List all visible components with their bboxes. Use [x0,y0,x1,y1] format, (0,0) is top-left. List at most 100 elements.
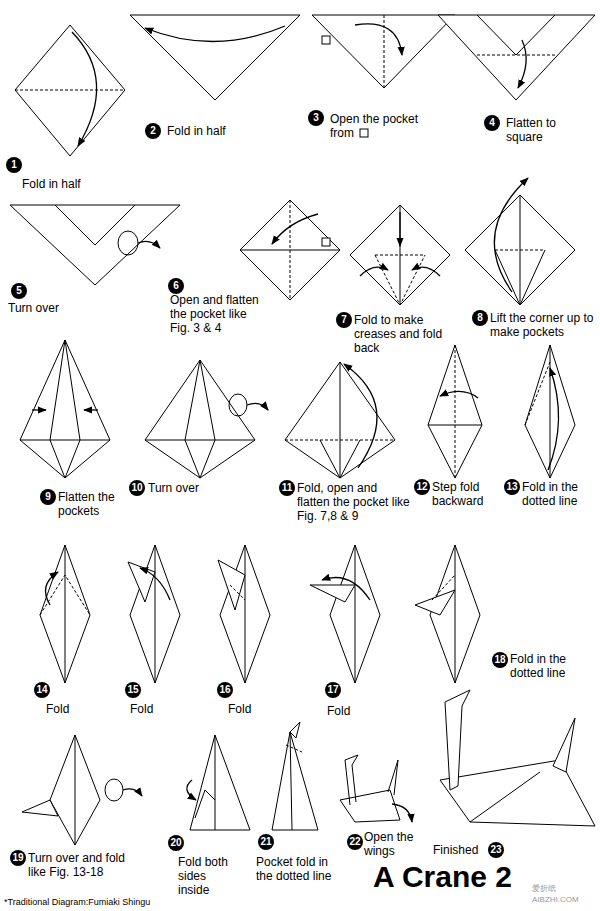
fold-line [550,345,551,478]
step-instruction: Fold [228,702,278,716]
step-figure [465,178,575,305]
step-number-text: 4 [489,117,495,128]
fold-line [286,745,302,752]
step-number-text: 15 [127,684,138,695]
fold-line [230,585,245,600]
fold-line [322,578,370,601]
fold-line [400,205,401,305]
fold-line [155,545,156,683]
fold-line [218,560,245,610]
fold-line [494,178,528,292]
step-figure [40,545,90,683]
fold-line [360,129,368,137]
step-instruction: Fold both sides inside [178,855,240,897]
step-figure [340,755,412,822]
fold-line [75,735,76,845]
fold-line [272,214,318,244]
fold-line [195,790,215,818]
fold-line [415,590,455,615]
watermark: AIBZHI.COM [532,895,579,905]
step-number: 2 [145,123,161,139]
fold-line [84,409,98,410]
step-figure [15,25,125,156]
step-number: 15 [125,682,141,698]
fold-line [350,205,450,305]
step-number-text: 1 [11,159,17,170]
watermark: 爱折纸 [532,884,556,894]
fold-line [477,15,555,55]
step-number: 4 [484,115,500,131]
fold-line [46,572,59,605]
fold-line [525,345,575,478]
step-number: 17 [325,682,341,698]
step-number: 12 [414,479,430,495]
fold-line [440,760,595,826]
step-number-text: 11 [282,482,293,493]
step-instruction: Open and flatten the pocket like Fig. 3 … [170,293,265,335]
fold-line [428,345,482,478]
fold-line [145,360,255,478]
fold-line [455,545,456,683]
step-number-text: 8 [477,312,483,323]
step-number-text: 3 [313,112,319,123]
fold-line [360,267,388,276]
step-instruction: Open the pocket from [330,112,440,140]
fold-line [355,545,356,683]
step-instruction: Fold in the dotted line [510,652,595,680]
fold-line [138,241,160,248]
step-figure [438,15,595,100]
step-figure [145,360,268,478]
step-number: 21 [258,834,274,850]
step-figure [20,340,110,478]
fold-line [20,440,110,441]
fold-line [290,722,300,738]
step-number-text: 9 [45,491,51,502]
fold-line [247,403,268,410]
fold-line [245,545,246,683]
fold-line [312,15,455,88]
step-figure [525,345,575,478]
fold-line [50,735,100,845]
step-number: 14 [34,682,50,698]
step-instruction: Turn over [148,481,218,495]
fold-line [465,195,575,305]
step-instruction: Fold [46,702,96,716]
step-number-text: 12 [416,481,427,492]
fold-line [548,368,559,470]
fold-line [470,772,540,822]
fold-line [345,755,358,805]
step-number-text: 16 [219,684,230,695]
step-number: 3 [308,110,324,126]
fold-line [140,568,170,600]
step-instruction: Fold to make creases and fold back [354,313,444,355]
step-number: 9 [40,489,56,505]
step-number-text: 5 [16,285,22,296]
step-figure [187,735,250,830]
step-instruction: Lift the corner up to make pockets [490,311,595,339]
step-figure [240,200,340,300]
step-instruction: Flatten to square [506,116,591,144]
step-number-text: 10 [131,482,142,493]
fold-line [525,362,550,425]
step-number: 20 [168,835,184,851]
step-number-text: 13 [506,481,517,492]
fold-line [32,409,46,410]
step-number: 7 [336,312,352,328]
step-number-text: 20 [170,837,181,848]
fold-line [65,545,66,683]
fold-line [520,195,521,305]
step-number: 1 [6,157,22,173]
fold-line [518,40,526,88]
step-number-text: 2 [150,125,156,136]
fold-line [50,340,80,478]
fold-line [55,205,135,245]
step-instruction: Finished [433,843,493,857]
step-instruction: Fold, open and flatten the pocket like F… [297,481,412,523]
fold-line [553,718,575,772]
step-number-text: 22 [349,836,360,847]
step-number: 8 [472,310,488,326]
fold-line [310,585,355,602]
fold-line [72,32,97,146]
attribution-caption: *Traditional Diagram:Fumiaki Shingu [4,897,150,908]
